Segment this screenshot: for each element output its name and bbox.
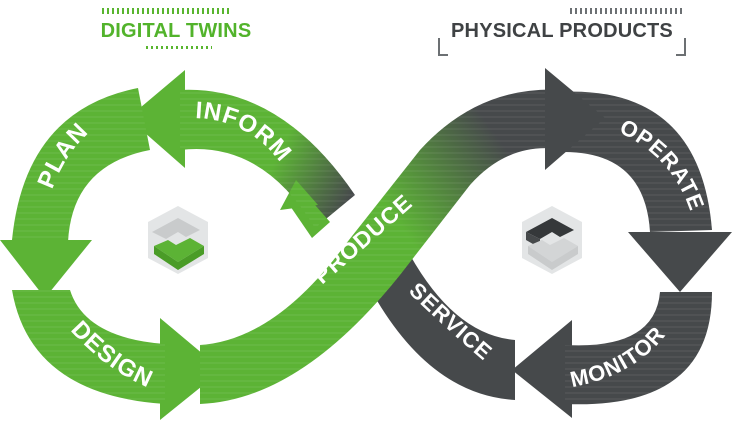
header-bracket-left — [438, 38, 448, 56]
hexagon-logo-green-icon — [148, 206, 208, 274]
digital-twins-header: DIGITAL TWINS — [92, 8, 260, 58]
right-loop — [372, 91, 732, 418]
physical-products-header: PHYSICAL PRODUCTS — [438, 8, 686, 58]
physical-products-title: PHYSICAL PRODUCTS — [451, 20, 673, 42]
header-stripes-bottom — [146, 46, 212, 49]
hexagon-logo-gray-icon — [522, 206, 582, 274]
produce-band — [200, 68, 605, 404]
header-stripes-top — [102, 8, 232, 14]
digital-twins-title: DIGITAL TWINS — [100, 20, 252, 42]
header-bracket-right — [676, 38, 686, 56]
header-stripes-top — [570, 8, 682, 14]
left-loop — [0, 70, 355, 420]
